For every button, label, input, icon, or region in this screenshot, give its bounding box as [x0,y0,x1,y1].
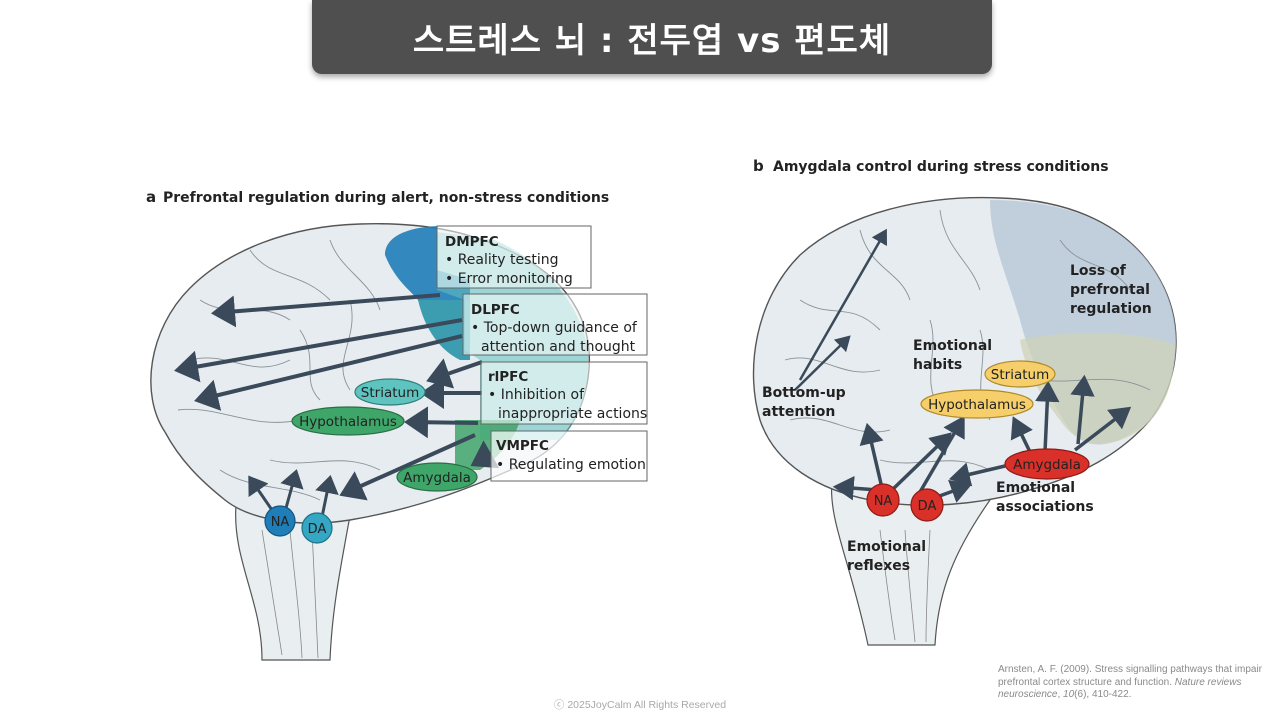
box-dlpfc-title: DLPFC [471,302,520,318]
amygdala-b-label: Amygdala [1013,457,1081,473]
striatum-b-label: Striatum [991,367,1049,383]
brain-b [752,196,1177,646]
habits-line2: habits [913,357,962,373]
habits-line1: Emotional [913,338,992,354]
na-a: NA [264,505,296,537]
bottom-up-line1: Bottom-up [762,385,846,401]
box-dmpfc-line2: • Error monitoring [445,271,573,287]
page-title: 스트레스 뇌 : 전두엽 vs 편도체 [412,20,892,61]
hypothalamus-a: Hypothalamus [291,406,405,436]
box-rlpfc-line2: inappropriate actions [498,406,647,422]
citation: Arnsten, A. F. (2009). Stress signalling… [998,664,1268,702]
citation-main: Arnsten, A. F. (2009). Stress signalling… [998,664,1263,688]
na-b-label: NA [874,494,893,509]
label-emotional-habits: Emotional habits [913,338,992,373]
box-vmpfc: VMPFC • Regulating emotion [490,430,648,482]
box-vmpfc-title: VMPFC [496,438,549,454]
box-dlpfc-line1: • Top-down guidance of [471,320,638,336]
panel-b: b Amygdala control during stress conditi… [752,157,1177,646]
striatum-a: Striatum [354,378,426,406]
da-b: DA [910,488,944,522]
bottom-up-line2: attention [762,404,835,420]
arrows-b [794,228,1132,503]
panel-b-heading: Amygdala control during stress condition… [773,159,1109,175]
copyright-footer: ⓒ 2025JoyCalm All Rights Reserved [553,699,727,711]
citation-journal: Nature reviews neuroscience [998,676,1242,701]
box-vmpfc-line1: • Regulating emotion [496,457,646,473]
loss-line2: prefrontal [1070,282,1150,298]
amygdala-a-label: Amygdala [403,470,471,486]
associations-line2: associations [996,499,1094,515]
da-a: DA [301,512,333,544]
panel-a-letter: a [146,188,156,206]
reflexes-line2: reflexes [847,558,910,574]
hypothalamus-b: Hypothalamus [920,389,1034,419]
hypothalamus-a-label: Hypothalamus [299,414,397,430]
loss-line3: regulation [1070,301,1152,317]
na-a-label: NA [271,515,290,530]
label-emotional-reflexes: Emotional reflexes [847,539,926,574]
loss-line1: Loss of [1070,263,1127,279]
citation-volume: 10 [1063,689,1075,700]
hypothalamus-b-label: Hypothalamus [928,397,1026,413]
box-rlpfc-title: rlPFC [488,369,528,385]
panel-a: a Prefrontal regulation during alert, no… [146,188,648,661]
citation-rest: (6), 410-422. [1074,689,1132,700]
amygdala-a: Amygdala [396,462,478,492]
amygdala-b: Amygdala [1004,448,1090,480]
striatum-b: Striatum [984,360,1056,388]
panel-a-heading: Prefrontal regulation during alert, non-… [163,190,609,206]
box-rlpfc-line1: • Inhibition of [488,387,585,403]
associations-line1: Emotional [996,480,1075,496]
panel-b-letter: b [753,157,764,175]
arrows-a [174,293,500,518]
label-loss-regulation: Loss of prefrontal regulation [1070,263,1152,317]
title-bar: 스트레스 뇌 : 전두엽 vs 편도체 [312,0,992,74]
striatum-a-label: Striatum [361,385,419,401]
reflexes-line1: Emotional [847,539,926,555]
na-b: NA [866,483,900,517]
da-b-label: DA [918,499,937,514]
box-dmpfc: DMPFC • Reality testing • Error monitori… [436,225,592,289]
box-dlpfc: DLPFC • Top-down guidance of attention a… [462,293,648,356]
citation-sep: , [1057,689,1064,700]
label-emotional-associations: Emotional associations [996,480,1094,515]
box-dmpfc-line1: • Reality testing [445,252,559,268]
box-dmpfc-title: DMPFC [445,234,499,250]
label-bottom-up: Bottom-up attention [762,385,846,420]
box-rlpfc: rlPFC • Inhibition of inappropriate acti… [480,361,648,425]
box-dlpfc-line2: attention and thought [481,339,636,355]
da-a-label: DA [308,522,327,537]
